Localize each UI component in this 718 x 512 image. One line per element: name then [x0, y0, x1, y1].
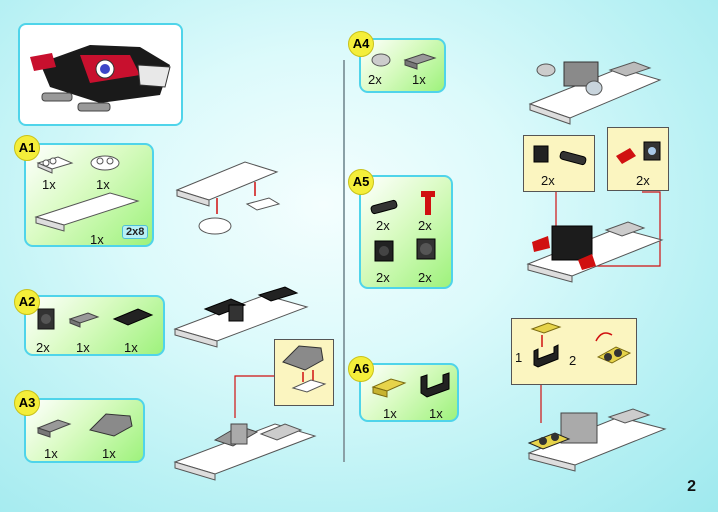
- step-a1-parts-box: [24, 143, 154, 247]
- a5-assembly-diagram: [526, 191, 664, 283]
- a4-qty-1: 2x: [368, 72, 382, 87]
- a6-callout-box: [511, 318, 637, 385]
- a5-qty-1: 2x: [376, 218, 390, 233]
- a1-qty-1: 1x: [42, 177, 56, 192]
- a5-qty-2: 2x: [418, 218, 432, 233]
- a3-qty-2: 1x: [102, 446, 116, 461]
- a1-parts-illustration: [34, 155, 140, 232]
- a1-qty-3: 1x: [90, 232, 104, 247]
- step-a5-parts-box: [359, 175, 453, 289]
- a4-assembly-diagram: [528, 61, 662, 125]
- a6-callout-illustration: [530, 322, 632, 368]
- step-a6-parts-box: [359, 363, 459, 422]
- a5-left-callout-illustration: [533, 145, 587, 166]
- a2-qty-2: 1x: [76, 340, 90, 355]
- finished-model-thumbnail: [18, 23, 183, 126]
- a4-qty-2: 1x: [412, 72, 426, 87]
- step-a1-badge: A1: [14, 135, 40, 161]
- a3-callout-illustration: [282, 345, 327, 393]
- a5-right-callout-illustration: [616, 141, 661, 164]
- a2-assembly-diagram: [173, 286, 309, 348]
- page-number: 2: [687, 478, 696, 495]
- a5-left-callout-qty: 2x: [541, 173, 555, 188]
- a3-assembly-diagram: [173, 375, 317, 481]
- a3-callout-box: [274, 339, 334, 406]
- step-a4-badge: A4: [348, 31, 374, 57]
- a6-qty-2: 1x: [429, 406, 443, 421]
- a5-qty-3: 2x: [376, 270, 390, 285]
- a2-qty-3: 1x: [124, 340, 138, 355]
- step-a6-badge: A6: [348, 356, 374, 382]
- a1-qty-2: 1x: [96, 177, 110, 192]
- plate-size-label: 2x8: [122, 225, 149, 239]
- step-a3-badge: A3: [14, 390, 40, 416]
- step-a5-badge: A5: [348, 169, 374, 195]
- vehicle-illustration: [30, 45, 171, 112]
- a6-qty-1: 1x: [383, 406, 397, 421]
- a5-qty-4: 2x: [418, 270, 432, 285]
- a5-right-callout-box: [607, 127, 669, 191]
- step-a3-parts-box: [24, 398, 145, 463]
- a6-substep-2: 2: [569, 353, 577, 368]
- a5-parts-illustration: [370, 191, 436, 262]
- a6-assembly-diagram: [527, 385, 667, 472]
- column-divider: [343, 60, 345, 462]
- step-a2-parts-box: [24, 295, 165, 356]
- a5-left-callout-box: [523, 135, 595, 192]
- a3-parts-illustration: [36, 413, 133, 438]
- step-a2-badge: A2: [14, 289, 40, 315]
- a2-qty-1: 2x: [36, 340, 50, 355]
- a4-parts-illustration: [371, 53, 437, 70]
- a6-parts-illustration: [371, 372, 450, 398]
- a5-right-callout-qty: 2x: [636, 173, 650, 188]
- a2-parts-illustration: [37, 308, 154, 330]
- a1-assembly-diagram: [175, 161, 281, 235]
- a3-qty-1: 1x: [44, 446, 58, 461]
- a6-substep-1: 1: [515, 350, 523, 365]
